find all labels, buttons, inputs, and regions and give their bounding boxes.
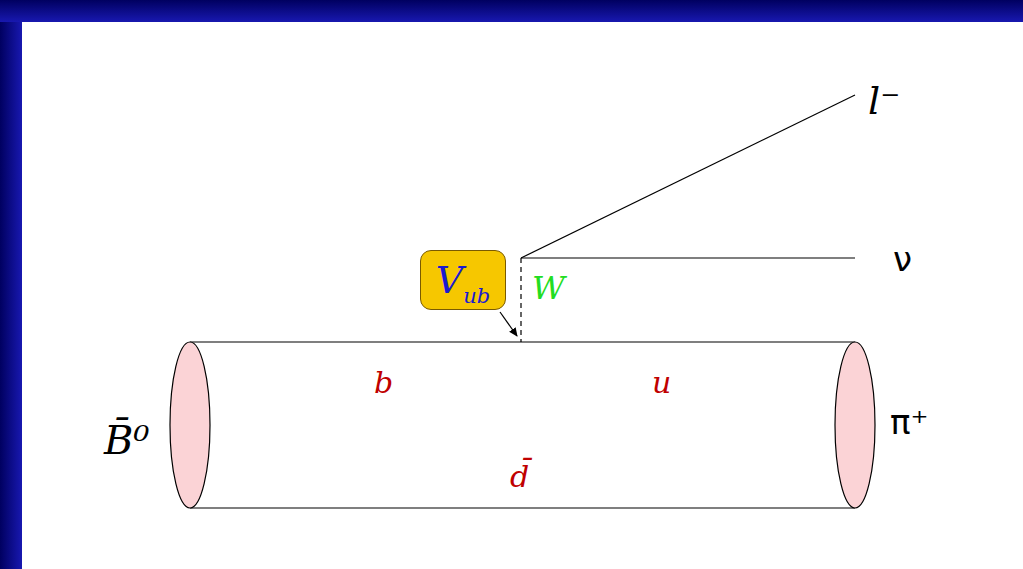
- boson-label: W: [532, 272, 565, 304]
- tube-top: [190, 341, 855, 342]
- lepton-line: [521, 95, 855, 258]
- tube-bottom: [190, 507, 855, 508]
- neutrino-label: ν: [893, 242, 912, 276]
- quark-label: b: [374, 368, 393, 398]
- frame-gradient: [0, 0, 22, 569]
- lepton-label: l⁻: [868, 82, 900, 120]
- leader-arrow: [500, 312, 517, 336]
- w-boson-line: [520, 258, 521, 342]
- meson-label: π⁺: [890, 405, 928, 439]
- antiquark-label: d̄: [510, 462, 529, 492]
- ckm-box: Vub: [420, 250, 506, 310]
- frame-gradient: [0, 0, 1023, 22]
- ckm-symbol: V: [436, 261, 463, 299]
- neutrino-line: [521, 257, 855, 258]
- tube-end: [170, 342, 210, 508]
- meson-label: B̄⁰: [104, 420, 149, 460]
- ckm-subscript: ub: [463, 286, 490, 307]
- tube-end: [835, 342, 875, 508]
- quark-label: u: [652, 368, 671, 398]
